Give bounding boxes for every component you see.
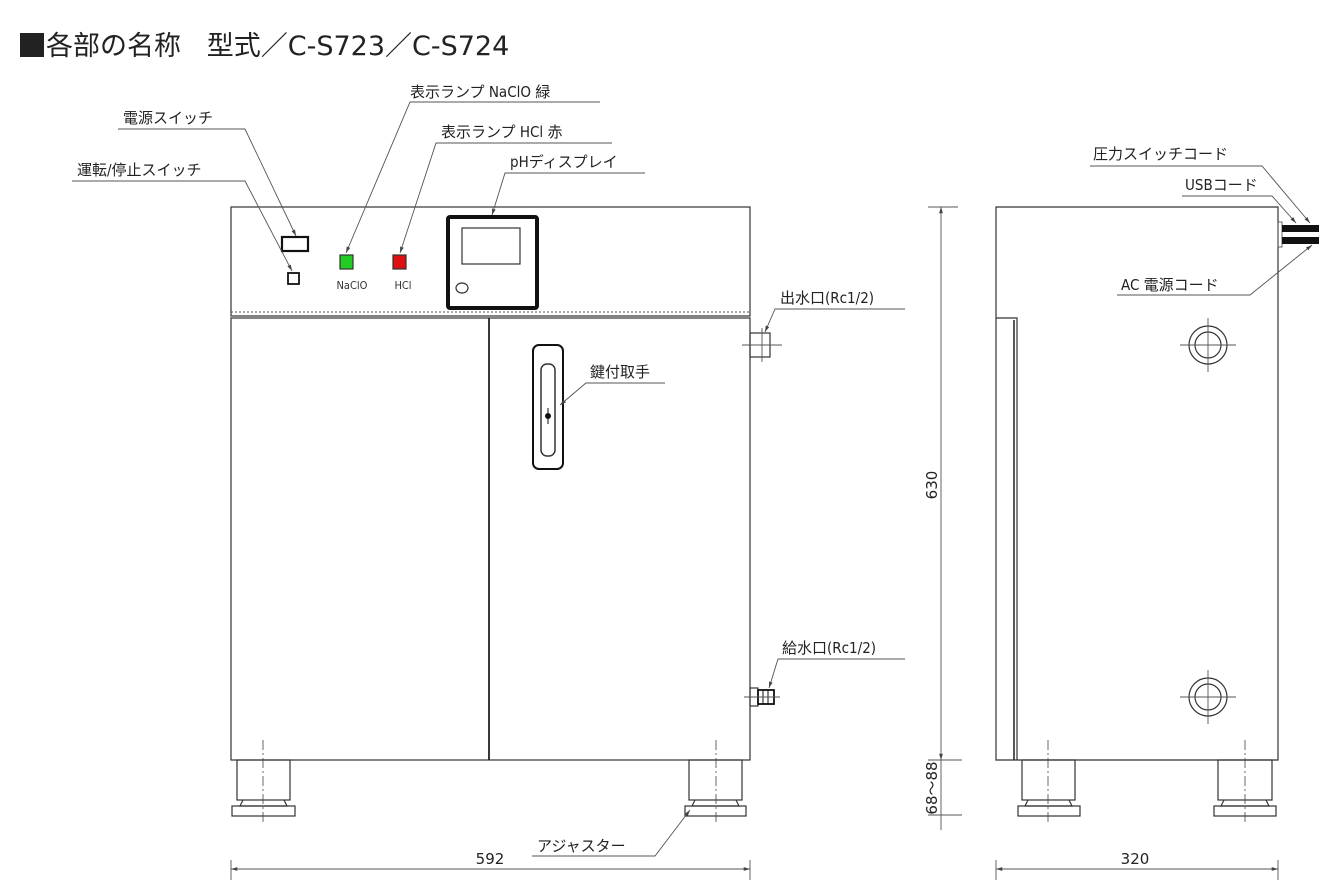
lamp-naclo [339,254,354,270]
dimension-leg-value: 68～88 [923,761,941,814]
side-callouts: 圧力スイッチコード USBコード AC 電源コード [1090,145,1313,296]
dimension-depth: 320 [995,850,1279,880]
ph-display [446,215,539,310]
side-fitting-upper [1180,318,1236,372]
ph-display-button [455,282,469,294]
title-model: 型式／C-S723／C-S724 [206,31,510,62]
inlet-fitting [744,687,780,707]
outlet-fitting [742,328,782,362]
title-heading: 各部の名称 [46,31,181,62]
label-ph-display: pHディスプレイ [510,153,618,171]
power-switch [280,235,310,253]
side-fitting-lower [1180,670,1236,724]
label-power-switch: 電源スイッチ [123,109,213,127]
label-ac-power-cord: AC 電源コード [1121,276,1219,294]
side-view [995,206,1319,822]
dimension-height: 630 68～88 [923,206,962,830]
pressure-switch-cord [1282,225,1319,232]
label-pressure-switch-cord: 圧力スイッチコード [1093,145,1228,163]
lamp-hcl-caption: HCl [394,279,411,292]
dimension-width: 592 [230,850,751,880]
dimension-height-value: 630 [923,471,941,500]
ac-power-cord [1282,237,1319,244]
label-lamp-hcl: 表示ランプ HCl 赤 [441,123,562,141]
adjuster-foot-left [231,740,296,822]
locking-handle [532,344,564,470]
dimension-width-value: 592 [476,850,505,868]
side-foot-left [1017,740,1081,822]
page-title: 各部の名称 型式／C-S723／C-S724 [20,24,509,63]
label-inlet: 給水口(Rc1/2) [782,639,876,657]
label-usb-cord: USBコード [1185,176,1258,194]
adjuster-foot-right [684,740,747,822]
cabinet-body [230,317,751,761]
front-callouts: 電源スイッチ 運転/停止スイッチ 表示ランプ NaClO 緑 表示ランプ HCl… [72,83,905,857]
control-panel [230,206,751,317]
square-bullet-icon [20,33,44,57]
label-run-stop-switch: 運転/停止スイッチ [77,161,202,179]
ph-display-screen [461,227,521,265]
label-adjuster: アジャスター [537,837,626,855]
lamp-hcl [392,254,407,270]
lamp-naclo-caption: NaClO [337,279,368,292]
side-foot-right [1213,740,1277,822]
label-lamp-naclo: 表示ランプ NaClO 緑 [410,83,550,101]
label-outlet: 出水口(Rc1/2) [780,289,874,307]
label-locking-handle: 鍵付取手 [590,363,650,381]
front-view: NaClO HCl [230,206,782,822]
run-stop-switch [287,272,300,285]
dimension-depth-value: 320 [1121,850,1150,868]
